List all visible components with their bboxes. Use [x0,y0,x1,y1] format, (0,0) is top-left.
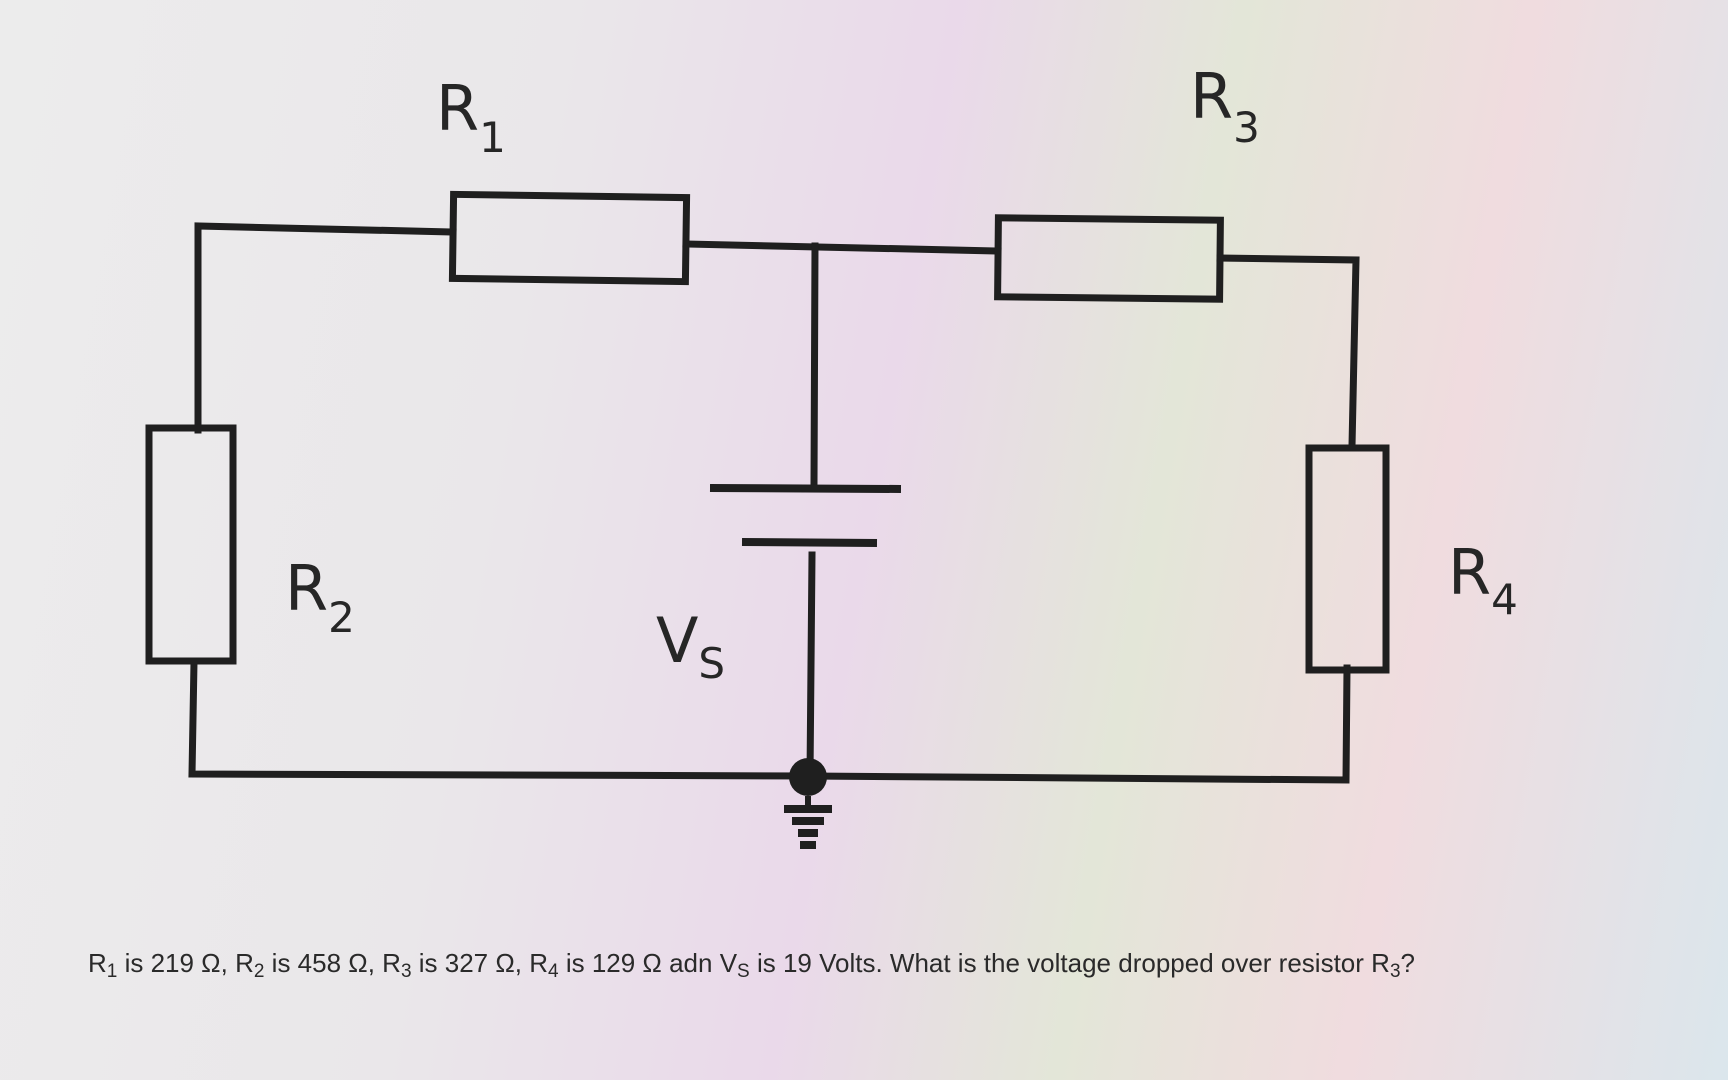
resistor-r3 [994,214,1224,303]
wire-top-left [194,222,457,434]
question-text: R1 is 219 Ω, R2 is 458 Ω, R3 is 327 Ω, R… [88,948,1415,982]
ground-icon [784,796,832,849]
label-r3: R3 [1190,60,1260,152]
resistor-r2 [145,424,237,665]
label-r4: R4 [1448,536,1518,624]
source-plate-long [709,484,902,493]
resistor-r1 [448,190,691,286]
wire-r1-r3 [682,240,1002,255]
wires [188,222,1360,784]
wire-bottom-left [188,658,814,780]
wire-source-bottom [806,551,816,780]
label-r2: R2 [285,552,355,642]
label-r1: R1 [436,72,506,162]
wire-source-top [810,242,819,488]
source-plate-short [741,538,878,547]
resistor-r4 [1305,444,1390,674]
wire-bottom-right [806,664,1351,784]
ground-node [789,758,827,796]
wire-top-right [1216,254,1360,450]
label-vs: VS [656,604,725,688]
